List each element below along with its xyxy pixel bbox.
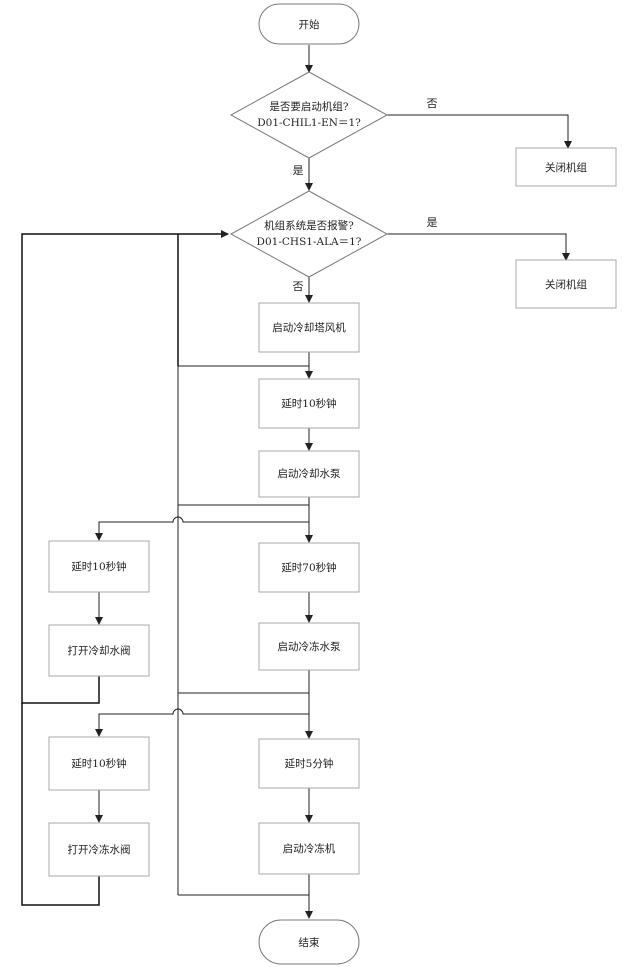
- delay-5min-text: 延时5分钟: [285, 757, 334, 770]
- process-start-tower-fan: 启动冷却塔风机: [258, 302, 360, 353]
- label-decision1-yes: 是: [293, 164, 304, 177]
- edge-branch-to-delay10c: [95, 708, 309, 737]
- label-decision2-no: 否: [293, 280, 304, 293]
- delay-10s-a-text: 延时10秒钟: [281, 397, 336, 410]
- process-open-chilled-valve: 打开冷冻水阀: [48, 822, 150, 877]
- process-delay-10s-c: 延时10秒钟: [48, 736, 150, 791]
- process-close-unit-1: 关闭机组: [515, 147, 617, 187]
- decision1-line2: D01-CHIL1-EN＝1?: [257, 117, 361, 129]
- decision2-line1: 机组系统是否报警?: [264, 219, 354, 232]
- process-close-unit-2: 关闭机组: [515, 259, 617, 309]
- open-cooling-valve-text: 打开冷却水阀: [68, 644, 131, 657]
- edges-feedback: [21, 230, 229, 906]
- edge-decision2-yes: [386, 233, 570, 261]
- decision-unit-alarm: 机组系统是否报警? D01-CHS1-ALA＝1?: [229, 190, 389, 278]
- end-text: 结束: [299, 936, 320, 949]
- decision2-line2: D01-CHS1-ALA＝1?: [257, 236, 362, 248]
- delay-10s-b-text: 延时10秒钟: [71, 560, 126, 573]
- edges-main: [95, 45, 572, 919]
- process-start-chilled-pump: 启动冷冻水泵: [258, 622, 360, 671]
- close-unit-2-text: 关闭机组: [545, 278, 587, 291]
- process-delay-10s-a: 延时10秒钟: [258, 378, 360, 429]
- start-chilled-pump-text: 启动冷冻水泵: [278, 640, 341, 653]
- delay-70s-text: 延时70秒钟: [281, 561, 336, 574]
- process-start-chiller: 启动冷冻机: [258, 822, 360, 875]
- delay-10s-c-text: 延时10秒钟: [71, 757, 126, 770]
- start-text: 开始: [299, 18, 320, 31]
- edge-decision1-no: [386, 114, 572, 149]
- start-cooling-pump-text: 启动冷却水泵: [278, 467, 341, 480]
- start-chiller-text: 启动冷冻机: [283, 842, 336, 855]
- open-chilled-valve-text: 打开冷冻水阀: [68, 843, 131, 856]
- edge-branch-to-delay10b: [95, 516, 309, 541]
- start-node: 开始: [258, 3, 360, 45]
- process-delay-70s: 延时70秒钟: [258, 542, 360, 593]
- decision1-line1: 是否要启动机组?: [269, 100, 348, 113]
- close-unit-1-text: 关闭机组: [545, 161, 587, 174]
- process-delay-5min: 延时5分钟: [258, 738, 360, 789]
- end-node: 结束: [258, 919, 360, 965]
- process-open-cooling-valve: 打开冷却水阀: [48, 624, 150, 677]
- process-delay-10s-b: 延时10秒钟: [48, 540, 150, 593]
- decision-start-unit: 是否要启动机组? D01-CHIL1-EN＝1?: [229, 71, 389, 159]
- label-decision1-no: 否: [427, 97, 438, 110]
- label-decision2-yes: 是: [427, 216, 438, 229]
- start-tower-fan-text: 启动冷却塔风机: [272, 321, 346, 334]
- process-start-cooling-pump: 启动冷却水泵: [258, 450, 360, 498]
- edge-chilledvalve-feedback: [21, 703, 100, 906]
